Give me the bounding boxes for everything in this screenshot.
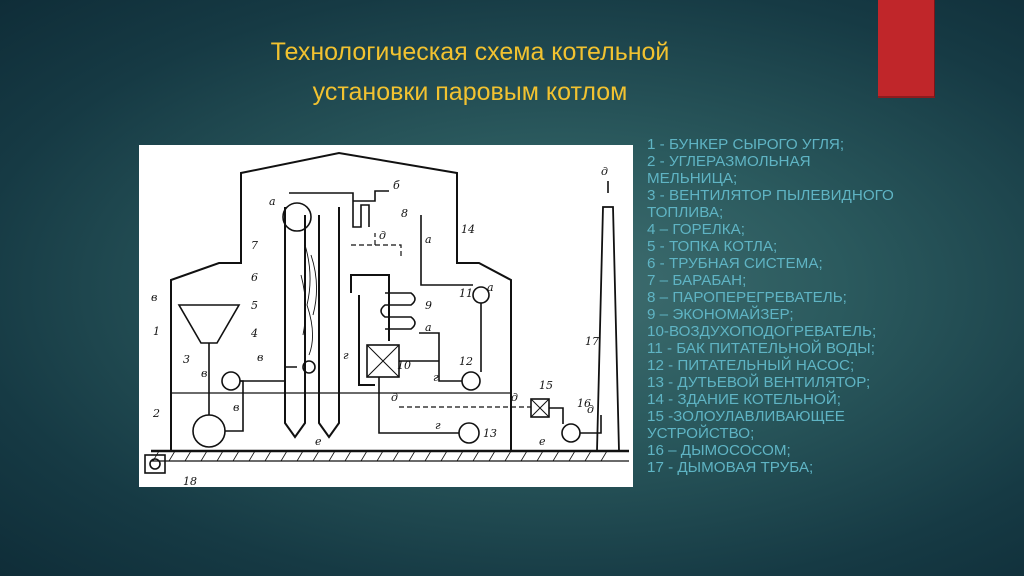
label-7: 7 xyxy=(251,239,258,252)
chimney xyxy=(596,206,620,452)
legend-item: 12 - питательный насос; xyxy=(647,357,855,374)
label-12: 12 xyxy=(459,355,473,368)
label-10: 10 xyxy=(397,359,411,372)
label-6: 6 xyxy=(251,271,258,284)
conveyor-wheel xyxy=(149,458,161,470)
steam-drum xyxy=(282,202,312,232)
gas-duct-down xyxy=(358,295,375,386)
legend-item: 14 - здание котельной; xyxy=(647,391,841,408)
label-d-1: д xyxy=(379,229,386,242)
legend-item: 5 - топка котла; xyxy=(647,238,778,255)
superheated-steam-line xyxy=(353,190,389,202)
legend-item: 8 – пароперегреватель; xyxy=(647,289,847,306)
label-e-1: е xyxy=(315,435,322,448)
legend-item: 16 – дымососом; xyxy=(647,442,791,459)
label-b: б xyxy=(393,179,400,192)
label-4: 4 xyxy=(250,327,258,340)
burner xyxy=(302,360,316,374)
gas-duct-up xyxy=(350,274,390,341)
label-v-4: в xyxy=(257,351,263,364)
slide-title: Технологическая схема котельной установк… xyxy=(190,32,750,112)
superheater xyxy=(352,204,370,228)
label-15: 15 xyxy=(539,379,553,392)
label-g-2: г xyxy=(433,371,439,384)
boiler-scheme-figure: 1 2 3 4 5 6 7 8 9 10 11 12 13 14 15 16 1… xyxy=(139,145,633,487)
flue-gas-path xyxy=(351,233,402,257)
furnace-wall-right xyxy=(318,207,340,439)
feed-water-line xyxy=(420,215,473,286)
label-v-3: в xyxy=(233,401,239,414)
smoke-exhauster xyxy=(561,423,581,443)
pulverized-fuel-fan xyxy=(221,371,241,391)
label-8: 8 xyxy=(401,207,408,220)
label-1: 1 xyxy=(153,325,160,338)
boiler-house-building xyxy=(170,151,512,451)
label-3: 3 xyxy=(183,353,190,366)
ground-hatching xyxy=(152,450,608,462)
label-18: 18 xyxy=(183,475,197,487)
economizer xyxy=(380,292,416,330)
label-d-2: д xyxy=(391,391,398,404)
label-e-2: е xyxy=(539,435,546,448)
label-2: 2 xyxy=(152,407,160,420)
label-d-4: д xyxy=(587,403,594,416)
label-v-2: в xyxy=(201,367,207,380)
slag-conveyor xyxy=(144,454,166,474)
feed-pump xyxy=(461,371,481,391)
label-v-1: в xyxy=(151,291,157,304)
label-9: 9 xyxy=(425,299,432,312)
legend-item: 11 - бак питательной воды; xyxy=(647,340,875,357)
legend-item: 13 - дутьевой вентилятор; xyxy=(647,374,871,391)
legend-item: 1 - бункер сырого угля; xyxy=(647,136,845,153)
legend-item: 17 - дымовая труба; xyxy=(647,459,814,476)
flame-lines xyxy=(300,244,317,356)
corner-accent xyxy=(878,0,935,98)
legend-item: 10-воздухоподогреватель; xyxy=(647,323,877,340)
legend-item: 6 - трубная система; xyxy=(647,255,823,272)
legend-item: 15 -золоулавливающее устройство; xyxy=(647,408,845,442)
coal-bunker xyxy=(177,304,241,344)
air-duct xyxy=(378,377,459,434)
label-g-1: г xyxy=(343,349,349,362)
fan-to-burner-line xyxy=(240,366,297,382)
legend-list: 1 - бункер сырого угля; 2 - углеразмольн… xyxy=(647,136,897,476)
label-11: 11 xyxy=(459,287,473,300)
label-16: 16 xyxy=(577,397,591,410)
pump-lines xyxy=(419,303,482,382)
ash-collector-cross xyxy=(530,398,550,418)
legend-item: 2 - углеразмольная мельница; xyxy=(647,153,811,187)
boiler-scheme-drawing: 1 2 3 4 5 6 7 8 9 10 11 12 13 14 15 16 1… xyxy=(144,151,629,487)
legend-item: 3 - вентилятор пылевидного топлива; xyxy=(647,187,894,221)
label-a-4: а xyxy=(487,281,494,294)
label-a-2: а xyxy=(425,233,432,246)
coal-mill xyxy=(192,414,226,448)
title-line-2: установки паровым котлом xyxy=(312,78,628,106)
label-d-3: д xyxy=(511,391,518,404)
label-a-3: а xyxy=(425,321,432,334)
title-line-1: Технологическая схема котельной xyxy=(270,38,670,66)
label-a-1: а xyxy=(269,195,276,208)
label-17: 17 xyxy=(585,335,599,348)
furnace-wall-left xyxy=(284,207,306,439)
legend-item: 4 – горелка; xyxy=(647,221,745,238)
legend-item: 7 – барабан; xyxy=(647,272,747,289)
blower-fan xyxy=(458,422,480,444)
label-d-5: д xyxy=(601,165,608,178)
label-13: 13 xyxy=(483,427,497,440)
label-g-3: г xyxy=(435,419,441,432)
label-14: 14 xyxy=(461,223,475,236)
exhauster-lines xyxy=(549,407,602,434)
air-heater-cross xyxy=(366,344,400,378)
label-5: 5 xyxy=(251,299,258,312)
legend-item: 9 – экономайзер; xyxy=(647,306,794,323)
